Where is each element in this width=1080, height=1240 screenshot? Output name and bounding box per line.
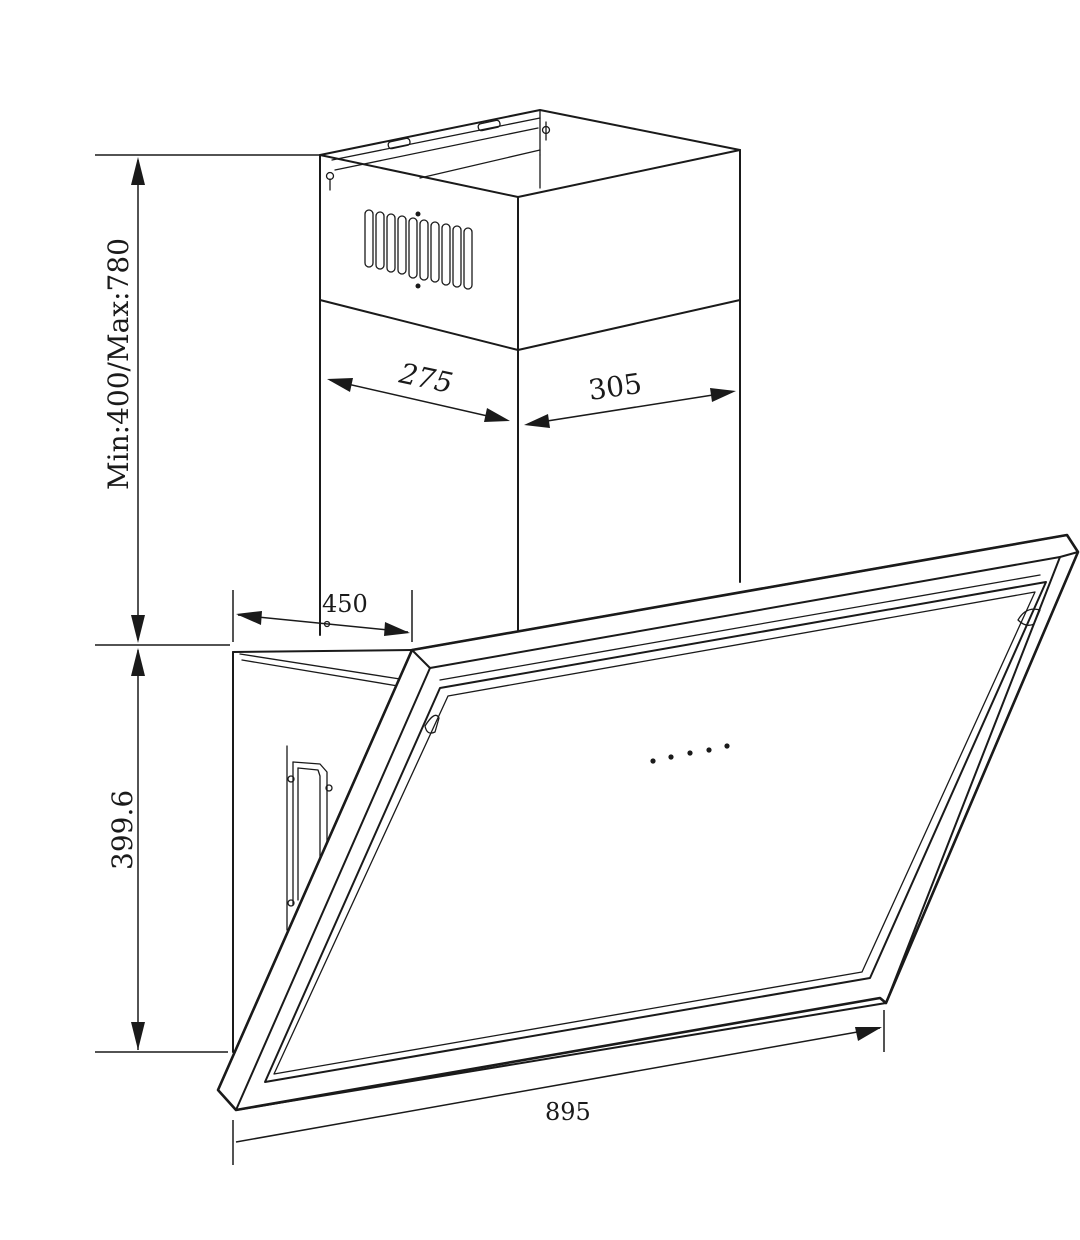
chimney-width-label: 305 <box>586 367 644 407</box>
dimension-hood-depth: 450 <box>232 590 413 642</box>
control-button-1[interactable] <box>650 758 656 764</box>
wall-bracket <box>286 745 333 931</box>
chimney-height-label: Min:400/Max:780 <box>102 238 135 490</box>
dimension-chimney-width: 305 <box>524 367 736 428</box>
hood-height-label: 399.6 <box>106 790 139 870</box>
hood-width-label: 895 <box>545 1098 591 1126</box>
control-button-4[interactable] <box>706 747 712 753</box>
control-button-5[interactable] <box>724 743 730 749</box>
dimension-hood-height: 399.6 <box>95 648 228 1053</box>
control-button-3[interactable] <box>687 750 693 756</box>
chimney-depth-label: 275 <box>396 356 456 400</box>
control-panel <box>650 743 730 764</box>
control-button-2[interactable] <box>668 754 674 760</box>
vent-grille <box>364 209 473 290</box>
dimension-chimney-depth: 275 <box>327 356 510 422</box>
chimney-cover <box>319 109 741 636</box>
glass-panel <box>216 533 1080 1112</box>
hood-body <box>232 649 413 1053</box>
hood-depth-label: 450 <box>322 590 368 618</box>
dimension-hood-width: 895 <box>232 1010 885 1165</box>
dimension-chimney-height: Min:400/Max:780 <box>95 154 320 646</box>
